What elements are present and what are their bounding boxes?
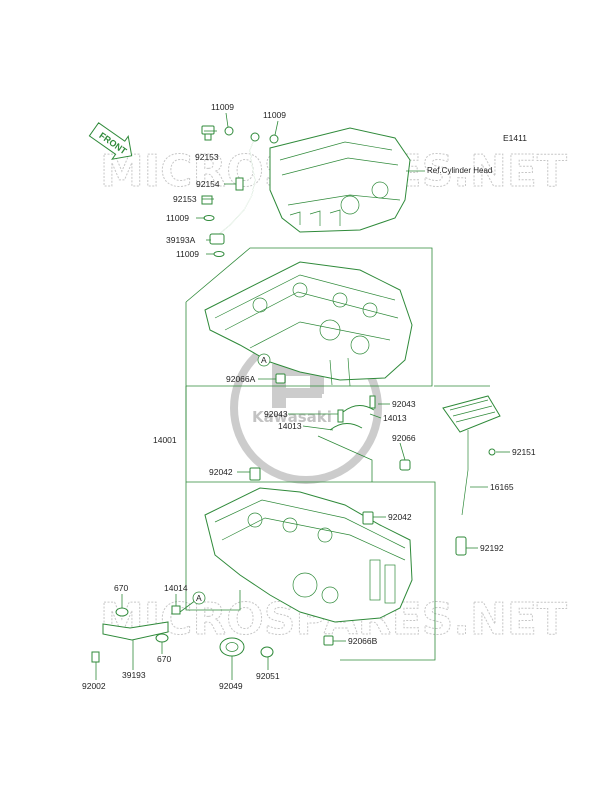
svg-text:A: A bbox=[261, 355, 267, 365]
lower-crankcase bbox=[204, 487, 413, 623]
part-label-11009-c: 11009 bbox=[166, 213, 189, 223]
lower-left-parts bbox=[91, 605, 181, 663]
svg-text:A: A bbox=[196, 593, 202, 603]
part-label-92066: 92066 bbox=[392, 433, 416, 443]
part-label-11009-b: 11009 bbox=[263, 110, 286, 120]
part-label-92002: 92002 bbox=[82, 681, 106, 691]
part-label-14001: 14001 bbox=[153, 435, 177, 445]
part-label-92043-b: 92043 bbox=[264, 409, 288, 419]
ref-cylinder-head-label: Ref.Cylinder Head bbox=[427, 166, 492, 175]
front-arrow: FRONT bbox=[88, 122, 133, 160]
part-label-92042-b: 92042 bbox=[388, 512, 412, 522]
part-label-92042-a: 92042 bbox=[209, 467, 233, 477]
part-label-16165: 16165 bbox=[490, 482, 514, 492]
part-label-92066b: 92066B bbox=[348, 636, 378, 646]
middle-small-parts bbox=[249, 373, 411, 646]
part-label-92153-a: 92153 bbox=[195, 152, 219, 162]
part-label-92049: 92049 bbox=[219, 681, 243, 691]
part-label-11009-d: 11009 bbox=[176, 249, 199, 259]
part-label-92153-b: 92153 bbox=[173, 194, 197, 204]
part-label-14014: 14014 bbox=[164, 583, 188, 593]
part-label-92066a: 92066A bbox=[226, 374, 256, 384]
diagram-code: E1411 bbox=[503, 133, 527, 143]
part-label-14013-a: 14013 bbox=[383, 413, 407, 423]
part-label-39193: 39193 bbox=[122, 670, 146, 680]
part-label-11009-a: 11009 bbox=[211, 102, 234, 112]
cylinder-head-ref bbox=[269, 127, 425, 233]
part-label-92151: 92151 bbox=[512, 447, 536, 457]
part-label-92051: 92051 bbox=[256, 671, 280, 681]
oil-pipe bbox=[209, 132, 260, 245]
part-label-92043-a: 92043 bbox=[392, 399, 416, 409]
callout-a-upper: A bbox=[257, 353, 271, 367]
svg-text:Kawasaki: Kawasaki bbox=[252, 408, 332, 426]
part-label-92192: 92192 bbox=[480, 543, 504, 553]
part-label-39193a: 39193A bbox=[166, 235, 196, 245]
leader-lines bbox=[95, 112, 510, 680]
part-label-92154: 92154 bbox=[196, 179, 220, 189]
upper-crankcase bbox=[204, 261, 413, 387]
part-label-14013-b: 14013 bbox=[278, 421, 302, 431]
part-label-670-a: 670 bbox=[114, 583, 128, 593]
oil-seals bbox=[219, 637, 274, 658]
callout-a-lower: A bbox=[192, 591, 206, 605]
part-label-670-b: 670 bbox=[157, 654, 171, 664]
oil-strainer bbox=[442, 395, 501, 556]
